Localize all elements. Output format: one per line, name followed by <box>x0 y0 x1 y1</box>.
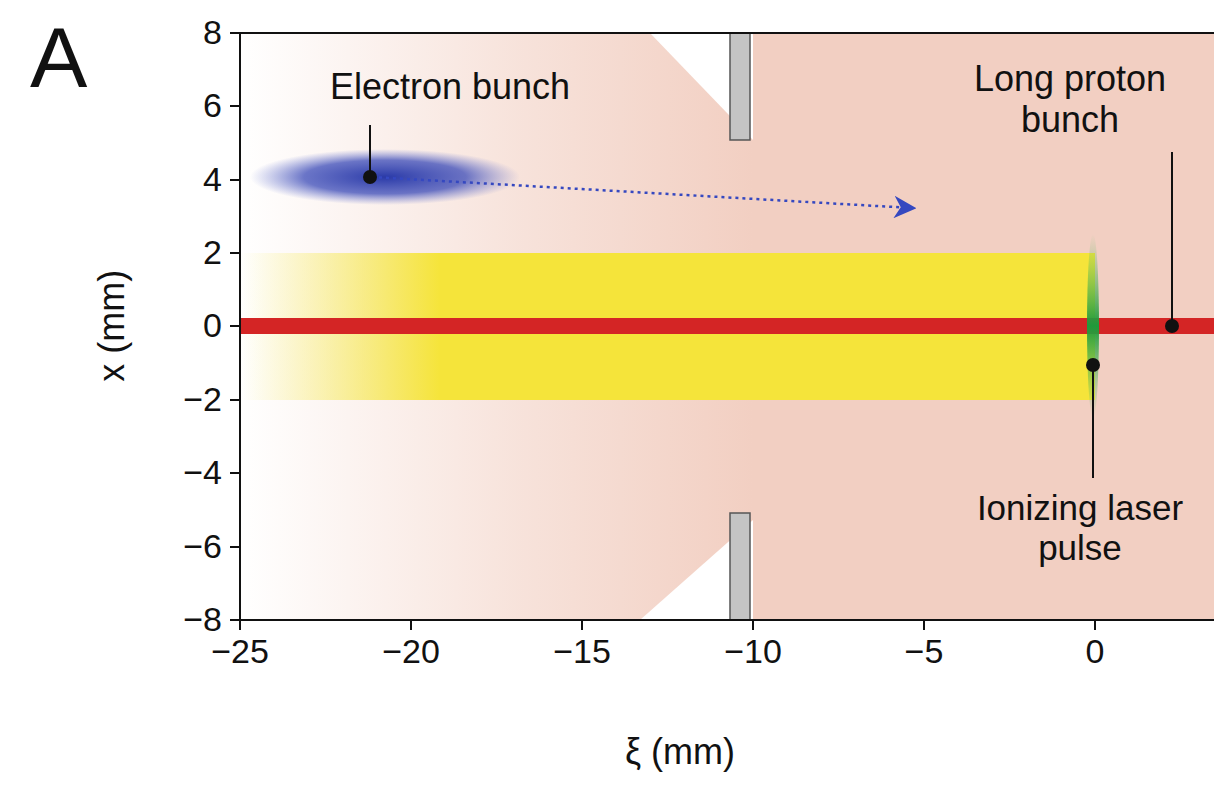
tick-label: 0 <box>203 306 222 345</box>
leader-dot <box>363 170 377 184</box>
tick-mark <box>239 620 241 630</box>
tick-mark <box>1094 620 1096 630</box>
x-axis <box>240 619 1214 621</box>
callout-label: Electron bunch <box>330 66 570 107</box>
tick-mark <box>752 620 754 630</box>
tick-label: 2 <box>203 233 222 272</box>
tick-mark <box>230 252 240 254</box>
tick-mark <box>230 472 240 474</box>
callout-label: Long proton bunch <box>945 58 1195 141</box>
tick-mark <box>410 620 412 630</box>
tick-label: −6 <box>183 527 222 566</box>
tick-label: −10 <box>724 632 782 671</box>
tick-label: −4 <box>183 453 222 492</box>
aperture-top <box>730 33 750 140</box>
tick-label: 0 <box>1086 632 1105 671</box>
tick-mark <box>230 546 240 548</box>
axis-title: ξ (mm) <box>625 731 735 772</box>
electron-bunch <box>250 149 520 205</box>
leader-dot <box>1165 319 1179 333</box>
tick-mark <box>923 620 925 630</box>
tick-mark <box>230 32 240 34</box>
leader-line <box>369 125 371 177</box>
callout-label: Ionizing laser pulse <box>955 488 1205 569</box>
axis-frame <box>240 32 1214 34</box>
tick-label: −15 <box>553 632 611 671</box>
leader-line <box>1171 152 1173 326</box>
tick-mark <box>230 325 240 327</box>
aperture-bottom <box>730 513 750 620</box>
tick-label: −20 <box>382 632 440 671</box>
tick-mark <box>230 619 240 621</box>
tick-mark <box>230 179 240 181</box>
tick-label: 8 <box>203 13 222 52</box>
tick-label: −25 <box>211 632 269 671</box>
panel-letter: A <box>30 8 87 107</box>
tick-label: −2 <box>183 380 222 419</box>
tick-label: −5 <box>905 632 944 671</box>
tick-label: 4 <box>203 160 222 199</box>
axis-title: x (mm) <box>91 270 132 382</box>
proton-beam <box>240 318 1214 334</box>
injection-arrow <box>372 177 912 208</box>
tick-mark <box>581 620 583 630</box>
tick-label: 6 <box>203 86 222 125</box>
tick-mark <box>230 105 240 107</box>
tick-mark <box>230 399 240 401</box>
leader-line <box>1092 365 1094 478</box>
axis-ticks <box>230 33 1095 630</box>
leader-dot <box>1086 358 1100 372</box>
